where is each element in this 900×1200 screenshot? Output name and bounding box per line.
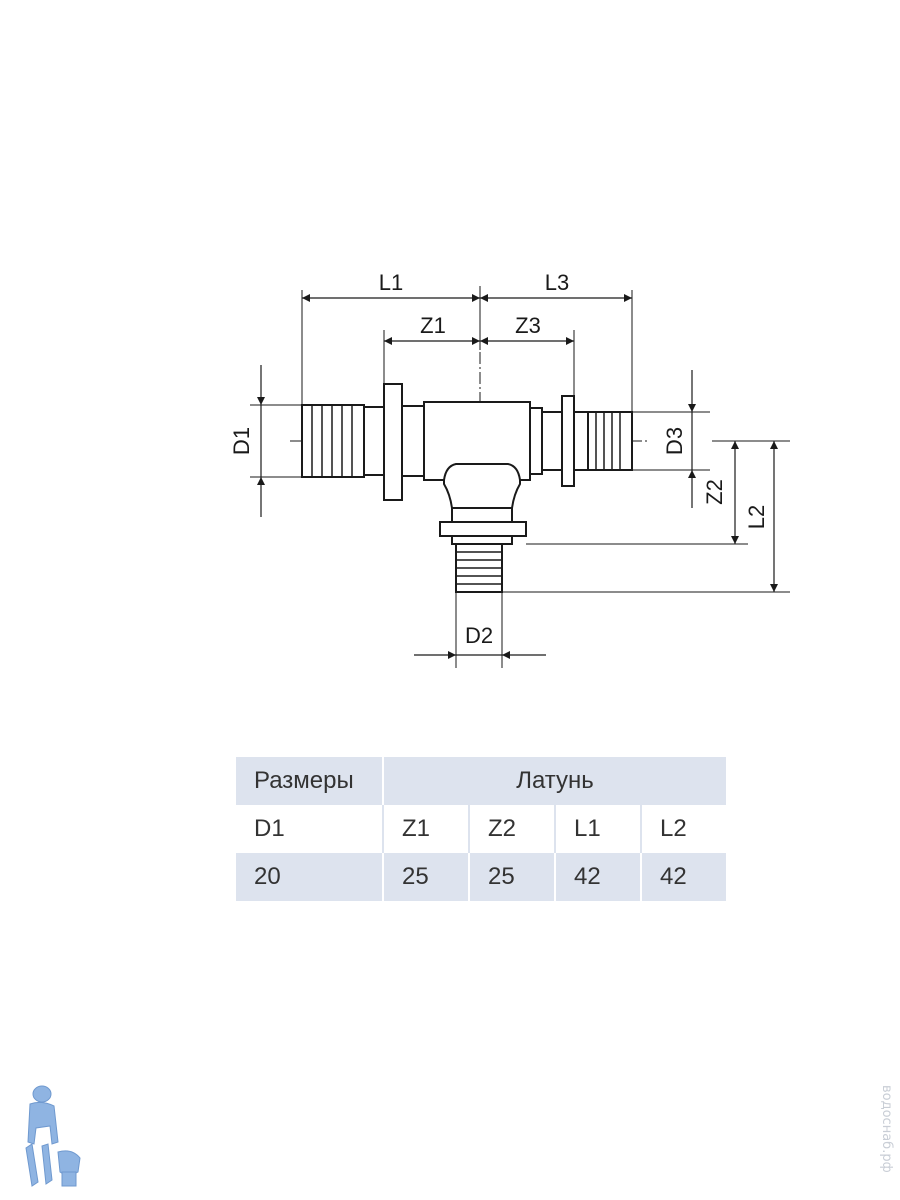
label-z2: Z2	[702, 479, 727, 505]
tee-fitting-diagram: L1 L3 Z1 Z3 D1 D3 Z2 L2 D2	[229, 270, 790, 668]
label-l1: L1	[379, 270, 403, 295]
label-l2: L2	[744, 505, 769, 529]
label-z1: Z1	[420, 313, 446, 338]
dimension-lines	[257, 294, 778, 659]
value-l1: 42	[554, 853, 640, 901]
label-z3: Z3	[515, 313, 541, 338]
label-d1: D1	[229, 427, 254, 455]
column-l1: L1	[554, 805, 640, 853]
extension-lines	[250, 286, 790, 668]
column-z1: Z1	[382, 805, 468, 853]
dimensions-table: Размеры Латунь D1 Z1 Z2 L1 L2 20 25 25 4…	[236, 757, 726, 901]
table-values-row: 20 25 25 42 42	[236, 853, 726, 901]
column-l2: L2	[640, 805, 726, 853]
label-l3: L3	[545, 270, 569, 295]
fitting-body	[301, 383, 633, 593]
watermark-text: водоснаб.рф	[879, 1085, 894, 1173]
header-sizes: Размеры	[236, 757, 382, 805]
column-d1: D1	[236, 805, 382, 853]
value-l2: 42	[640, 853, 726, 901]
column-z2: Z2	[468, 805, 554, 853]
table-columns-row: D1 Z1 Z2 L1 L2	[236, 805, 726, 853]
value-z1: 25	[382, 853, 468, 901]
value-d1: 20	[236, 853, 382, 901]
header-material: Латунь	[382, 757, 726, 805]
plumber-mascot-icon	[25, 1085, 81, 1187]
table-header-row: Размеры Латунь	[236, 757, 726, 805]
label-d3: D3	[662, 427, 687, 455]
label-d2: D2	[465, 623, 493, 648]
value-z2: 25	[468, 853, 554, 901]
